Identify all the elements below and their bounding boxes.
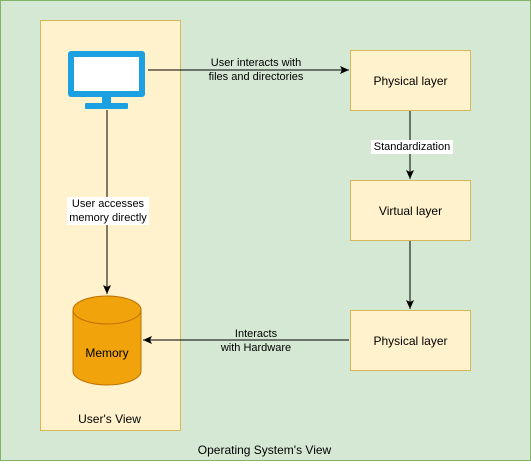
edge-label-line-1: User accesses	[71, 198, 145, 210]
edge-label-standardization: Standardization	[371, 140, 453, 154]
physical-layer-top-box: Physical layer	[350, 50, 471, 111]
physical-layer-bottom-label: Physical layer	[373, 333, 448, 348]
edge-label-line-1: Interacts	[234, 328, 278, 340]
edge-label-hardware-to-memory: Interacts with Hardware	[211, 327, 301, 355]
physical-layer-bottom-box: Physical layer	[350, 310, 471, 371]
edge-label-line-2: with Hardware	[220, 342, 292, 354]
physical-layer-top-label: Physical layer	[373, 73, 448, 88]
monitor-icon	[68, 51, 145, 109]
memory-label: Memory	[85, 346, 129, 360]
edge-label-line-2: memory directly	[69, 212, 147, 224]
virtual-layer-box: Virtual layer	[350, 180, 471, 241]
memory-cylinder-icon	[72, 295, 142, 386]
edge-label-line-1: User interacts with	[210, 57, 302, 69]
edge-label-line-2: files and directories	[208, 71, 304, 83]
edge-label-monitor-to-memory: User accesses memory directly	[67, 197, 149, 225]
virtual-layer-label: Virtual layer	[378, 203, 443, 218]
edge-label-monitor-to-physical: User interacts with files and directorie…	[196, 56, 316, 84]
users-view-label: User's View	[78, 412, 141, 426]
os-view-label: Operating System's View	[197, 443, 332, 457]
